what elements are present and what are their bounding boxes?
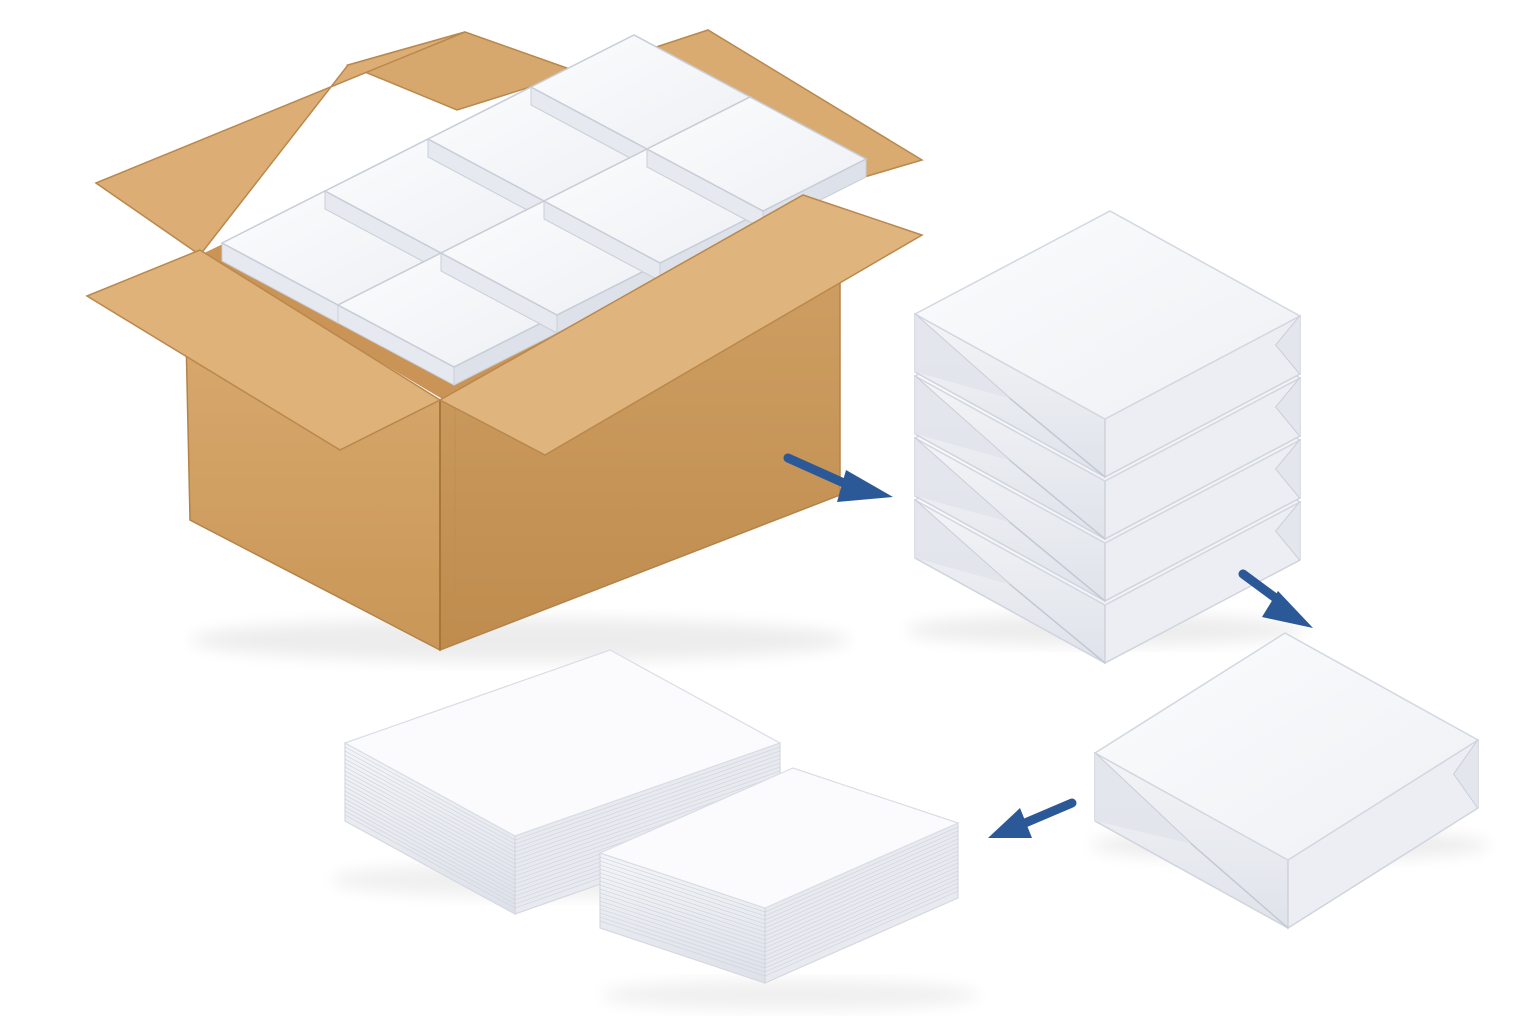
wrapped-ream-stack-icon [905,211,1305,663]
arrow-ream-to-sheets [988,803,1072,838]
wrapped-ream-icon [1090,633,1490,928]
arrow-left-down-icon [988,803,1072,838]
paper-stack-icon [330,650,980,1010]
single-ream-body [1095,633,1478,928]
open-cardboard-box-icon [87,30,922,662]
